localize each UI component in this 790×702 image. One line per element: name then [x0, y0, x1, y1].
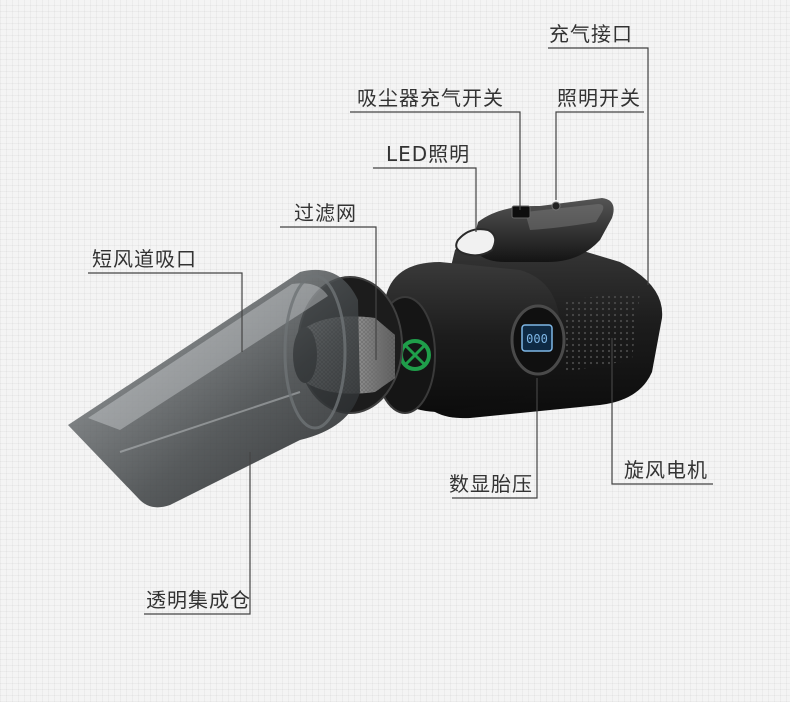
- label-light-switch: 照明开关: [557, 86, 641, 110]
- leader-short-air-inlet: [88, 272, 243, 352]
- vacuum-inflate-switch: [511, 205, 531, 219]
- leader-transparent-bin: [144, 452, 251, 615]
- light-switch-button: [551, 201, 561, 211]
- pressure-gauge-readout: 000: [526, 332, 548, 346]
- green-fan-blades: [403, 343, 427, 367]
- leader-vacuum-inflate-switch: [350, 111, 521, 210]
- label-charge-port: 充气接口: [549, 22, 633, 46]
- transparent-bin-rim: [283, 274, 347, 430]
- transparent-bin: [68, 269, 360, 508]
- handle-grip-highlight: [525, 204, 604, 230]
- leader-lines: [88, 47, 713, 615]
- leader-cyclone-motor: [611, 338, 713, 485]
- label-led-light: LED照明: [386, 142, 471, 166]
- leader-charge-port: [548, 47, 649, 285]
- led-light-window: [455, 228, 497, 257]
- label-digital-pressure: 数显胎压: [449, 472, 533, 496]
- leader-light-switch: [555, 111, 644, 200]
- label-transparent-bin: 透明集成仓: [146, 588, 251, 612]
- leader-digital-pressure: [452, 378, 538, 499]
- label-short-air-inlet: 短风道吸口: [92, 247, 197, 271]
- leader-filter-mesh: [280, 226, 377, 360]
- motor-vent-grill: [565, 292, 640, 372]
- label-cyclone-motor: 旋风电机: [624, 458, 708, 482]
- leader-led-light: [373, 167, 477, 232]
- label-filter-mesh: 过滤网: [294, 201, 357, 225]
- transparent-bin-inner-edge: [119, 391, 301, 453]
- pressure-gauge-screen: [521, 324, 553, 352]
- label-vacuum-inflate-switch: 吸尘器充气开关: [357, 86, 504, 110]
- transparent-bin-highlight: [88, 283, 328, 430]
